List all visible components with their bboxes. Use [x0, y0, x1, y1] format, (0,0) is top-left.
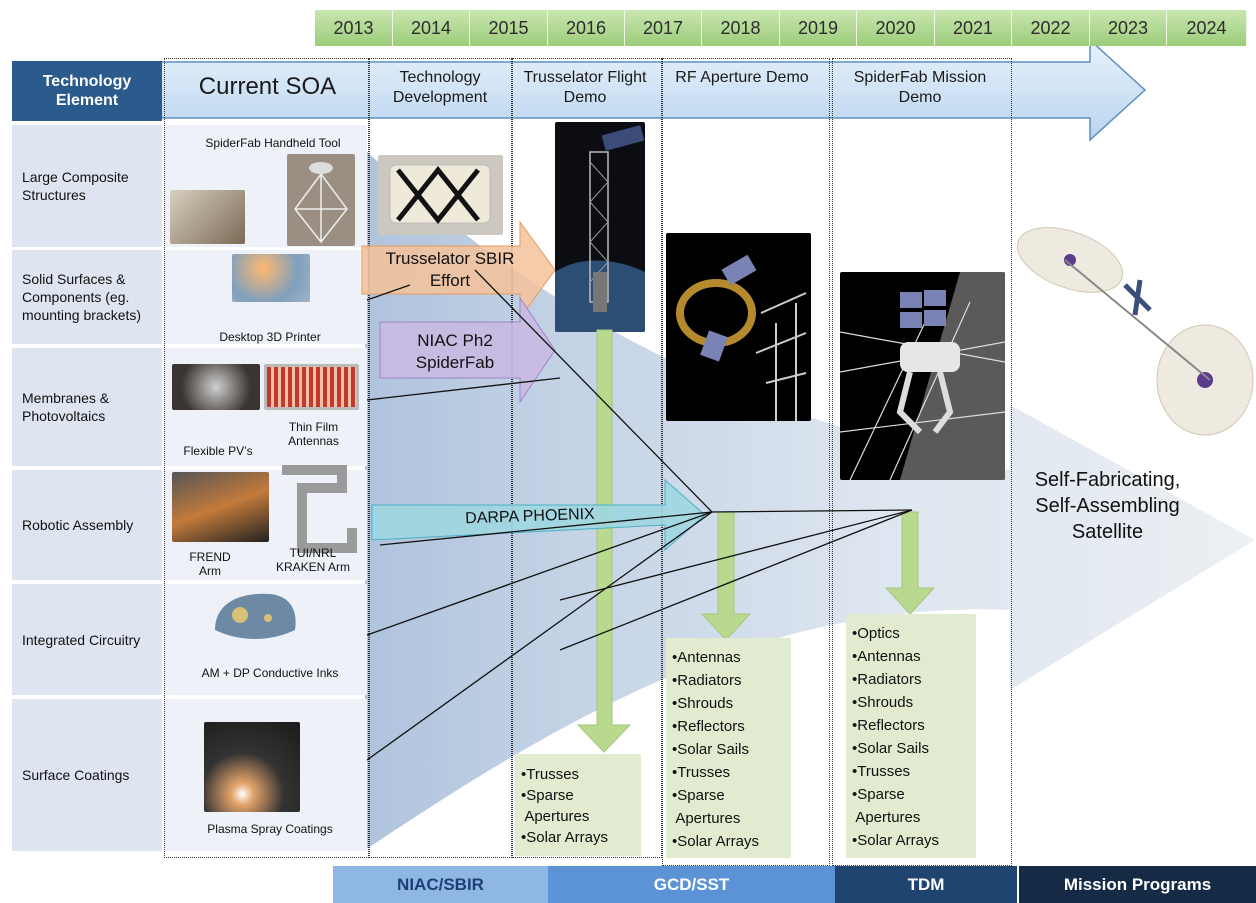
frend-arm-photo — [172, 472, 269, 542]
band-tdm: TDM — [835, 866, 1017, 903]
trusselator-machine-photo — [378, 155, 503, 235]
phase-trusselator-flight-demo: Trusselator Flight Demo — [523, 69, 647, 106]
technology-element-header: Technology Element — [12, 61, 162, 121]
trusselator-down-arrow — [576, 329, 632, 753]
caption-handheld-tool: SpiderFab Handheld Tool — [205, 136, 341, 150]
list-item: Apertures — [852, 809, 921, 826]
spiderfab-mission-image — [840, 272, 1005, 480]
caption-frend: FREND Arm — [189, 550, 231, 578]
list-item: •Sparse — [521, 787, 574, 804]
list-item: •Trusses — [672, 764, 731, 781]
caption-kraken: TUI/NRL KRAKEN Arm — [275, 546, 350, 574]
year-2015: 2015 — [470, 10, 548, 46]
rf-capability-list: •Antennas •Radiators •Shrouds •Reflector… — [666, 638, 791, 858]
year-2018: 2018 — [702, 10, 780, 46]
list-item: •Shrouds — [672, 695, 734, 712]
row-label-robotic-assembly: Robotic Assembly — [12, 470, 162, 580]
thin-film-photo — [264, 364, 359, 410]
year-2019: 2019 — [780, 10, 857, 46]
year-2016: 2016 — [548, 10, 625, 46]
conductive-inks-photo — [215, 593, 296, 639]
row-label-surface-coatings: Surface Coatings — [12, 699, 162, 851]
phase-technology-development: Technology Development — [392, 69, 488, 106]
list-item: •Sparse — [672, 787, 725, 804]
year-2022: 2022 — [1012, 10, 1090, 46]
list-item: •Solar Arrays — [521, 829, 608, 846]
caption-thin-film: Thin Film Antennas — [288, 420, 339, 448]
niac-arrow — [379, 296, 556, 404]
year-2013: 2013 — [315, 10, 393, 46]
trusselator-capability-list: •Trusses •Sparse Apertures •Solar Arrays — [515, 754, 641, 856]
rf-aperture-image — [666, 233, 811, 421]
list-item: •Shrouds — [852, 694, 914, 711]
list-item: •Solar Sails — [672, 741, 749, 758]
list-item: •Radiators — [672, 672, 742, 689]
phase-rf-aperture-demo: RF Aperture Demo — [675, 69, 809, 86]
trusselator-flight-image — [555, 122, 645, 332]
printer-photo — [232, 254, 310, 302]
list-item: •Solar Arrays — [852, 832, 939, 849]
year-2021: 2021 — [935, 10, 1012, 46]
band-mission-programs: Mission Programs — [1019, 866, 1256, 903]
year-2024: 2024 — [1167, 10, 1247, 46]
plasma-spray-photo — [204, 722, 300, 812]
list-item: •Radiators — [852, 671, 922, 688]
year-2023: 2023 — [1090, 10, 1167, 46]
caption-flexible-pv: Flexible PV’s — [183, 444, 253, 458]
list-item: •Antennas — [852, 648, 921, 665]
niac-label: NIAC Ph2 SpiderFab — [415, 331, 495, 372]
caption-inks: AM + DP Conductive Inks — [201, 666, 339, 680]
list-item: •Antennas — [672, 649, 741, 666]
truss-sample-photo — [287, 154, 355, 246]
list-item: •Trusses — [521, 766, 580, 783]
phase-spiderfab-mission-demo: SpiderFab Mission Demo — [853, 69, 987, 106]
list-item: •Trusses — [852, 763, 911, 780]
list-item: •Optics — [852, 625, 900, 642]
kraken-arm-photo — [282, 465, 357, 553]
list-item: •Solar Arrays — [672, 833, 759, 850]
tech-dev-dotted-region — [369, 58, 512, 858]
list-item: •Reflectors — [852, 717, 925, 734]
band-niac-sbir: NIAC/SBIR — [333, 866, 548, 903]
list-item: •Solar Sails — [852, 740, 929, 757]
row-label-large-composite: Large Composite Structures — [12, 125, 162, 247]
flexible-pv-photo — [172, 364, 260, 410]
year-2017: 2017 — [625, 10, 702, 46]
handheld-tool-photo — [170, 190, 245, 244]
current-soa-title: Current SOA — [198, 73, 337, 100]
satellite-image — [1016, 227, 1254, 436]
list-item: •Reflectors — [672, 718, 745, 735]
trusselator-sbir-arrow — [361, 220, 556, 320]
year-2020: 2020 — [857, 10, 935, 46]
outcome-label: Self-Fabricating, Self-Assembling Satell… — [1034, 469, 1181, 543]
row-label-integrated-circuitry: Integrated Circuitry — [12, 584, 162, 695]
trusselator-sbir-label: Trusselator SBIR Effort — [385, 249, 515, 290]
soa-dotted-region — [164, 58, 369, 858]
mission-dotted-region — [832, 58, 1012, 866]
row-label-solid-surfaces: Solid Surfaces & Components (eg. mountin… — [12, 250, 162, 344]
row-label-membranes: Membranes & Photovoltaics — [12, 348, 162, 466]
caption-printer: Desktop 3D Printer — [219, 330, 321, 344]
mission-down-arrow — [884, 511, 936, 615]
caption-plasma: Plasma Spray Coatings — [207, 822, 333, 836]
rf-down-arrow — [700, 511, 752, 641]
list-item: •Sparse — [852, 786, 905, 803]
year-2014: 2014 — [393, 10, 470, 46]
trusselator-dotted-region — [512, 58, 662, 858]
list-item: Apertures — [521, 808, 590, 825]
mission-capability-list: •Optics •Antennas •Radiators •Shrouds •R… — [846, 614, 976, 858]
band-gcd-sst: GCD/SST — [548, 866, 835, 903]
list-item: Apertures — [672, 810, 741, 827]
darpa-arrow — [371, 478, 706, 552]
